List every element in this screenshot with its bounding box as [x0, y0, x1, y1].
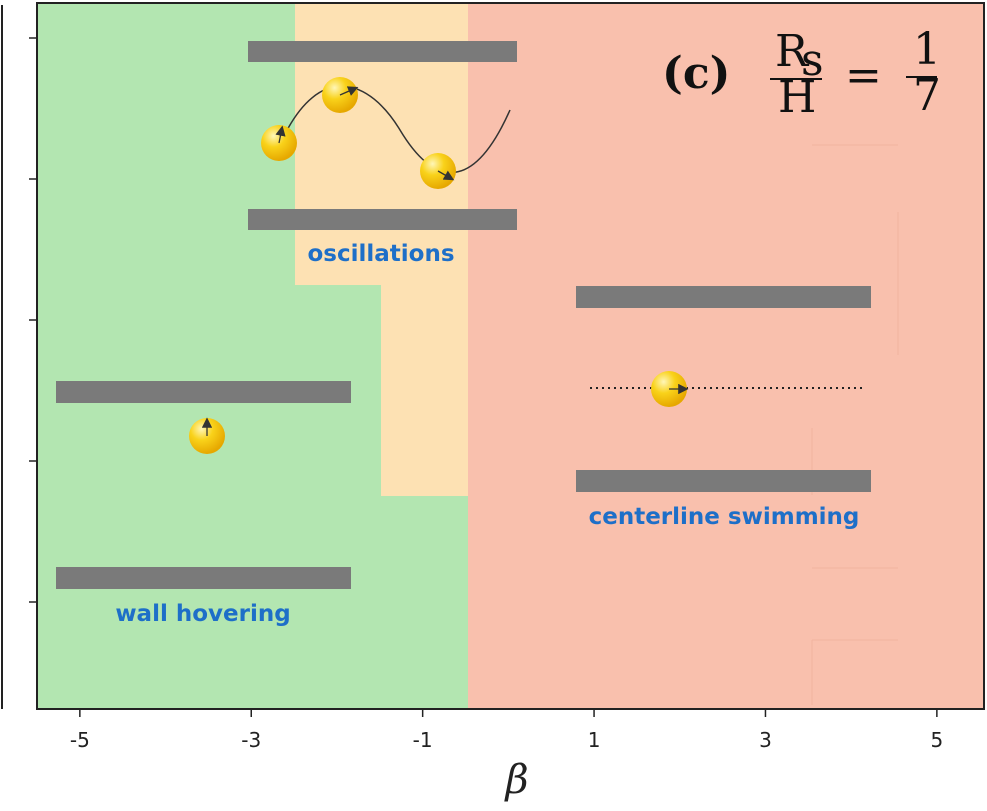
wall-swim-bottom — [576, 470, 871, 492]
region-oscillations — [295, 3, 468, 496]
wall-osc-top — [248, 41, 517, 62]
oscillation-trajectory — [281, 85, 511, 174]
region-label-centerline-swimming: centerline swimming — [589, 504, 860, 530]
phase-regions — [37, 3, 984, 709]
x-tick-label: -5 — [70, 728, 90, 752]
x-tick-label: 1 — [588, 728, 601, 752]
wall-osc-bottom — [248, 209, 517, 230]
equals-sign: = — [845, 50, 882, 101]
wall-hover-top — [56, 381, 351, 403]
swimmer-orientation-arrows — [201, 86, 689, 436]
region-centerline-swimming — [468, 3, 984, 709]
ratio-numerator: R — [775, 26, 810, 77]
channel-walls — [56, 41, 871, 589]
x-tick-label: -1 — [413, 728, 433, 752]
rhs-denominator: 7 — [913, 70, 941, 121]
x-axis-title: β — [503, 757, 528, 803]
x-tick-label: -3 — [241, 728, 261, 752]
x-tick-label: 3 — [759, 728, 772, 752]
region-label-oscillations: oscillations — [307, 241, 454, 267]
x-axis-ticks: -5 -3 -1 1 3 5 — [70, 709, 943, 752]
y-axis-ticks — [29, 37, 37, 603]
plot-frame — [36, 2, 985, 710]
rhs-numerator: 1 — [913, 24, 941, 75]
wall-swim-top — [576, 286, 871, 308]
region-label-wall-hovering: wall hovering — [115, 601, 290, 627]
ratio-denominator: H — [778, 72, 816, 123]
ratio-numerator-sub: s — [801, 35, 824, 86]
panel-label: (c) — [662, 48, 730, 99]
wall-hover-bottom — [56, 567, 351, 589]
panel-title: (c) R s H = 1 7 — [662, 24, 941, 123]
x-tick-label: 5 — [930, 728, 943, 752]
